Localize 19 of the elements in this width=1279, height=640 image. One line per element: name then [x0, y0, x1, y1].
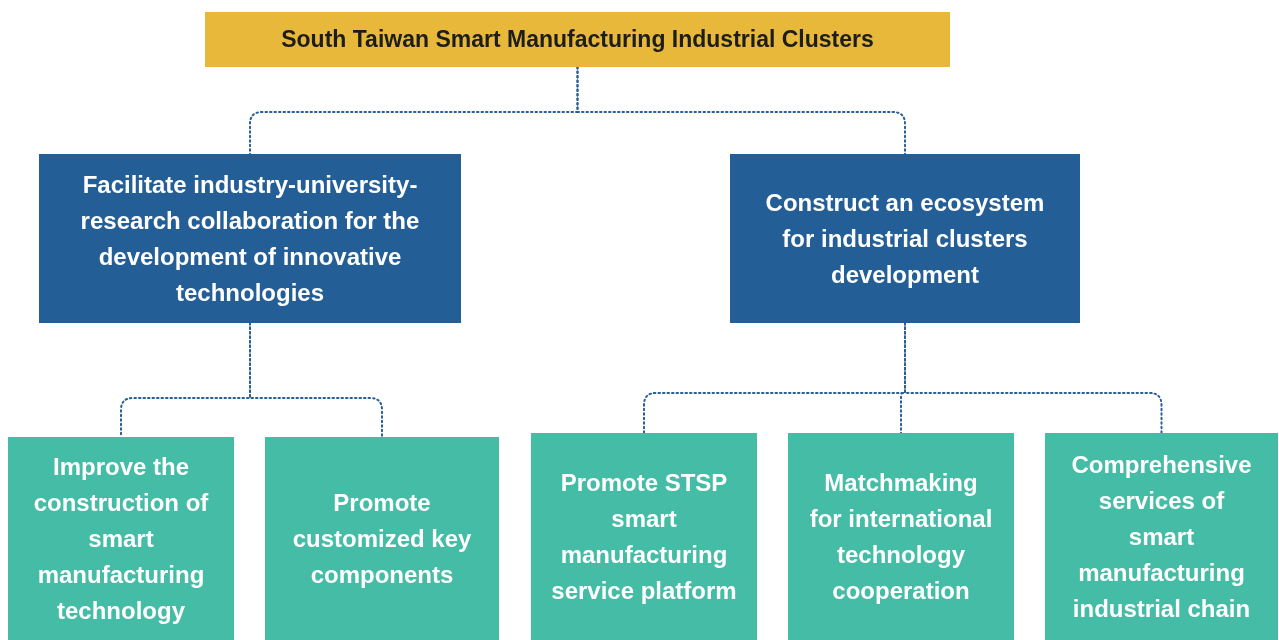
node-text: Construct an ecosystem for industrial clusters development	[764, 187, 1046, 290]
title-box	[205, 12, 950, 67]
action-box	[8, 437, 234, 640]
action-box	[788, 433, 1014, 640]
action-box	[1045, 433, 1278, 640]
node-text: South Taiwan Smart Manufacturing Industrial Clusters	[281, 25, 874, 55]
goal-box	[39, 154, 461, 323]
node-text: Matchmaking for international technology cooperation	[808, 467, 994, 606]
node-text: Promote customized key components	[291, 487, 473, 590]
node-text: Promote STSP smart manufacturing service platform	[550, 467, 738, 606]
node-text: Facilitate industry-university-research collaboration for the development of innovative technologies	[79, 169, 421, 308]
node-text: Improve the construction of smart manufacturing technology	[32, 451, 210, 626]
goal-box	[730, 154, 1080, 323]
action-box	[265, 437, 499, 640]
action-box	[531, 433, 757, 640]
connector-line	[576, 66, 906, 155]
connector-line	[904, 322, 1163, 434]
connector-line	[249, 322, 383, 438]
node-text: Comprehensive services of smart manufacturing industrial chain	[1070, 449, 1253, 624]
